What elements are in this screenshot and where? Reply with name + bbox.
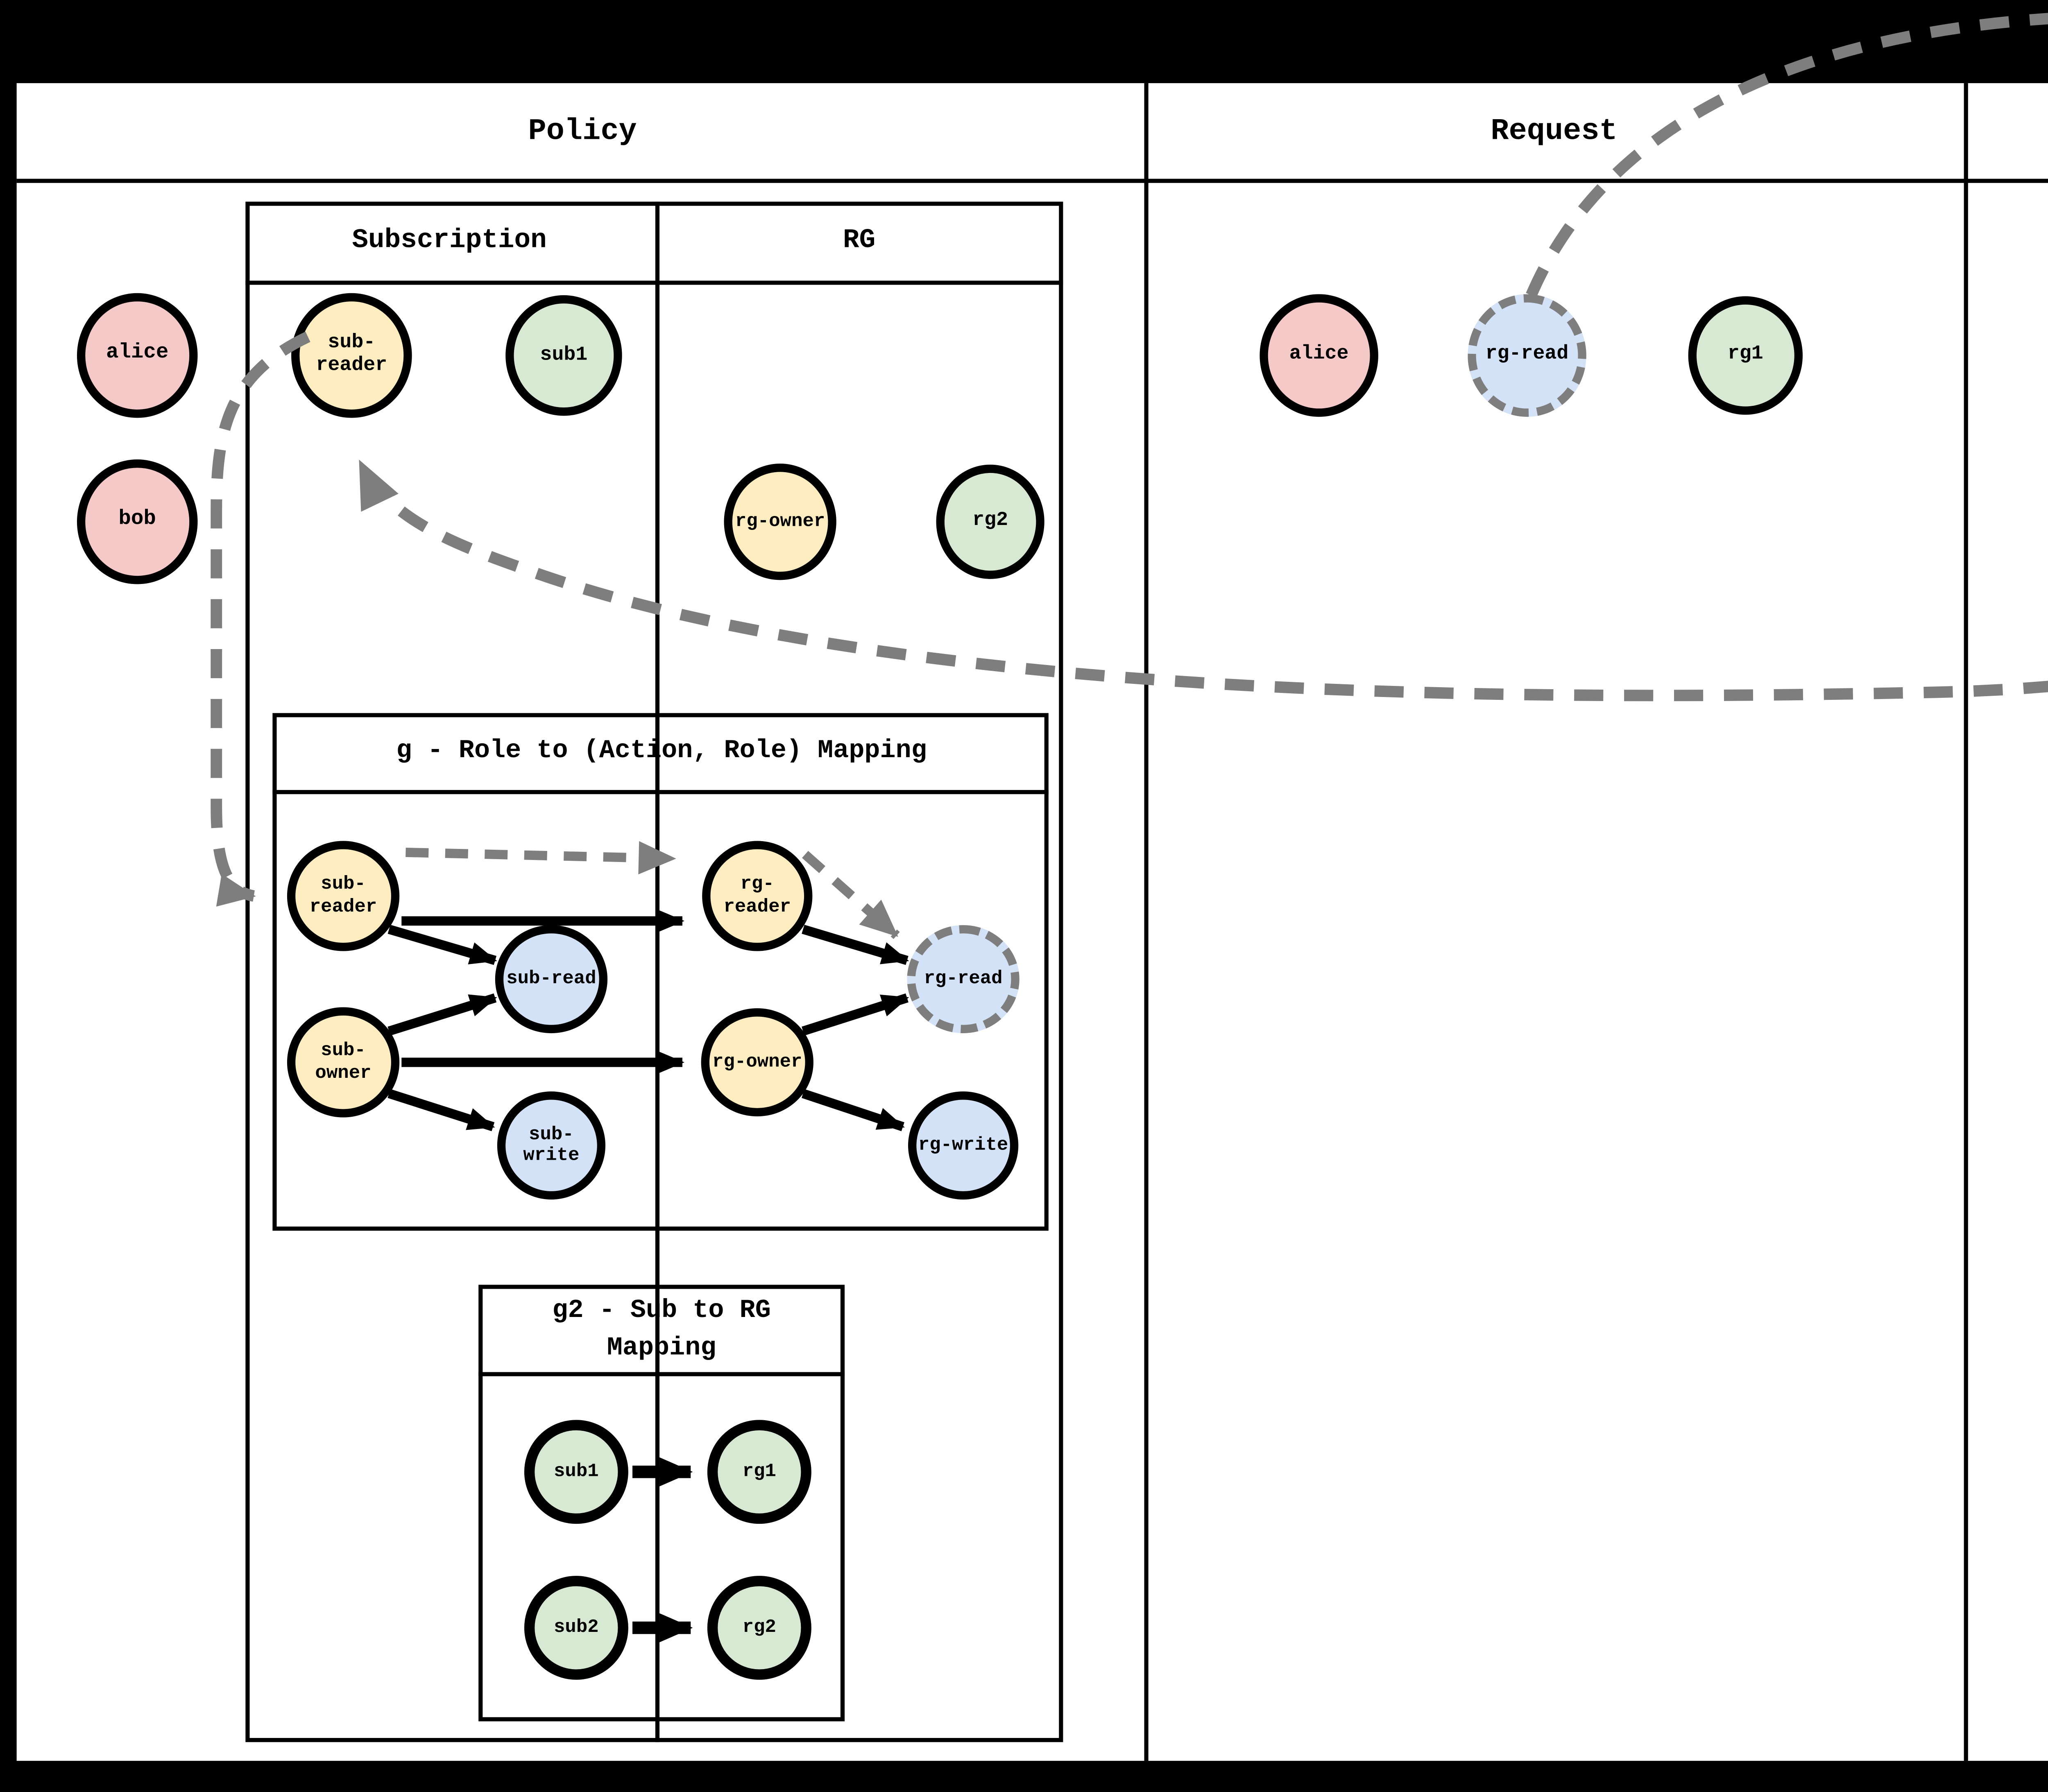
node-policy-bob: bob: [77, 459, 198, 584]
panel-title-policy: Policy: [528, 116, 637, 149]
node-g-rg-read: rg-read: [907, 925, 1019, 1034]
g2-mapping-title: g2 - Sub to RG Mapping: [552, 1296, 771, 1362]
node-g-rg-write: rg-write: [908, 1091, 1019, 1200]
g2-mapping-box: [478, 1285, 845, 1722]
g-mapping-box: [272, 713, 1049, 1231]
node-g2-sub2: sub2: [524, 1576, 628, 1680]
node-policy-rg-owner: rg-owner: [724, 464, 836, 580]
node-g-sub-owner: sub- owner: [287, 1007, 400, 1118]
node-g2-sub1: sub1: [524, 1420, 628, 1524]
column-divider-policy-request: [1144, 83, 1149, 1761]
node-g2-rg1: rg1: [707, 1420, 811, 1524]
policy-table-col-rg: RG: [843, 224, 876, 256]
g-mapping-title: g - Role to (Action, Role) Mapping: [396, 736, 927, 766]
policy-table-header-underline: [245, 281, 1063, 285]
node-policy-alice: alice: [77, 293, 198, 418]
node-g-sub-reader: sub- reader: [287, 841, 400, 951]
header-divider: [16, 179, 2048, 183]
policy-table: [245, 201, 1063, 1742]
node-request-rg1: rg1: [1688, 296, 1803, 415]
policy-table-column-divider: [655, 201, 660, 1742]
node-policy-rg2: rg2: [936, 464, 1044, 579]
node-g-rg-owner: rg-owner: [701, 1008, 813, 1117]
policy-table-col-subscription: Subscription: [352, 224, 547, 256]
node-policy-sub-reader: sub- reader: [291, 293, 412, 418]
node-g-sub-write: sub- write: [497, 1091, 606, 1200]
node-policy-sub1: sub1: [505, 295, 622, 416]
g-mapping-title-underline: [272, 790, 1049, 794]
g2-mapping-title-underline: [478, 1372, 845, 1376]
node-request-rg-read: rg-read: [1468, 294, 1586, 417]
node-g2-rg2: rg2: [707, 1576, 811, 1680]
column-divider-request-matching: [1964, 83, 1968, 1761]
node-request-alice: alice: [1260, 294, 1378, 417]
node-g-rg-reader: rg- reader: [702, 841, 813, 951]
node-g-sub-read: sub-read: [495, 925, 608, 1034]
panel-title-request: Request: [1491, 116, 1618, 149]
